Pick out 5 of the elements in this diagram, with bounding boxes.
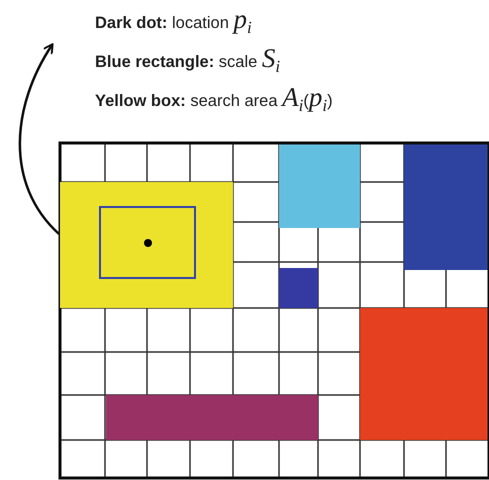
- legend-line: Blue rectangle: scale S$_{i}$: [95, 42, 282, 78]
- curved-arrow: [18, 43, 60, 235]
- legend-line: Yellow box: search area A$_{i}$(p$_{i}$): [95, 81, 334, 117]
- search-area-box: [60, 182, 233, 308]
- legend-line: Dark dot: location p$_{i}$: [95, 3, 253, 39]
